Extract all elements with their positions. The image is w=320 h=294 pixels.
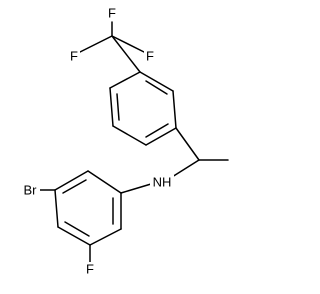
bond-ring2-double-2 bbox=[64, 221, 90, 237]
bond-ring1-a bbox=[139, 71, 174, 92]
bond-ring2-a bbox=[87, 170, 122, 194]
bond-ring2-b bbox=[54, 170, 89, 191]
bond-ring1-ch bbox=[175, 127, 200, 161]
bonds bbox=[39, 21, 229, 263]
atom-f-ring: F bbox=[86, 262, 94, 277]
bond-ring2-e bbox=[89, 228, 122, 246]
molecule-structure-diagram: F F F Br F NH bbox=[20, 5, 229, 277]
bond-ring1-double-2 bbox=[145, 123, 169, 138]
bond-ch-nh bbox=[171, 159, 200, 178]
bond-ring2-double-1 bbox=[62, 179, 87, 194]
bond-ring1-f bbox=[109, 71, 141, 89]
bond-c-f-right bbox=[111, 35, 145, 53]
bond-ring1-d bbox=[112, 125, 147, 146]
bond-nh-ring2 bbox=[120, 183, 152, 194]
atom-labels: F F F Br F NH bbox=[20, 6, 174, 277]
bond-ring1-e bbox=[109, 87, 114, 127]
atom-nh: NH bbox=[153, 175, 172, 190]
atom-f-right: F bbox=[146, 49, 154, 64]
bond-ring2-c bbox=[54, 189, 59, 228]
bond-ring2-d bbox=[57, 226, 91, 246]
bond-cf3-ring bbox=[111, 35, 141, 73]
bond-ring1-c bbox=[145, 127, 177, 146]
atom-f-left: F bbox=[70, 49, 78, 64]
bond-ring1-double-3 bbox=[116, 93, 120, 121]
atom-f-top: F bbox=[108, 6, 116, 21]
bond-c-f-left bbox=[79, 35, 113, 53]
atom-br: Br bbox=[24, 183, 38, 198]
bond-ring1-b bbox=[172, 90, 177, 129]
bond-ring1-double-1 bbox=[145, 80, 168, 95]
